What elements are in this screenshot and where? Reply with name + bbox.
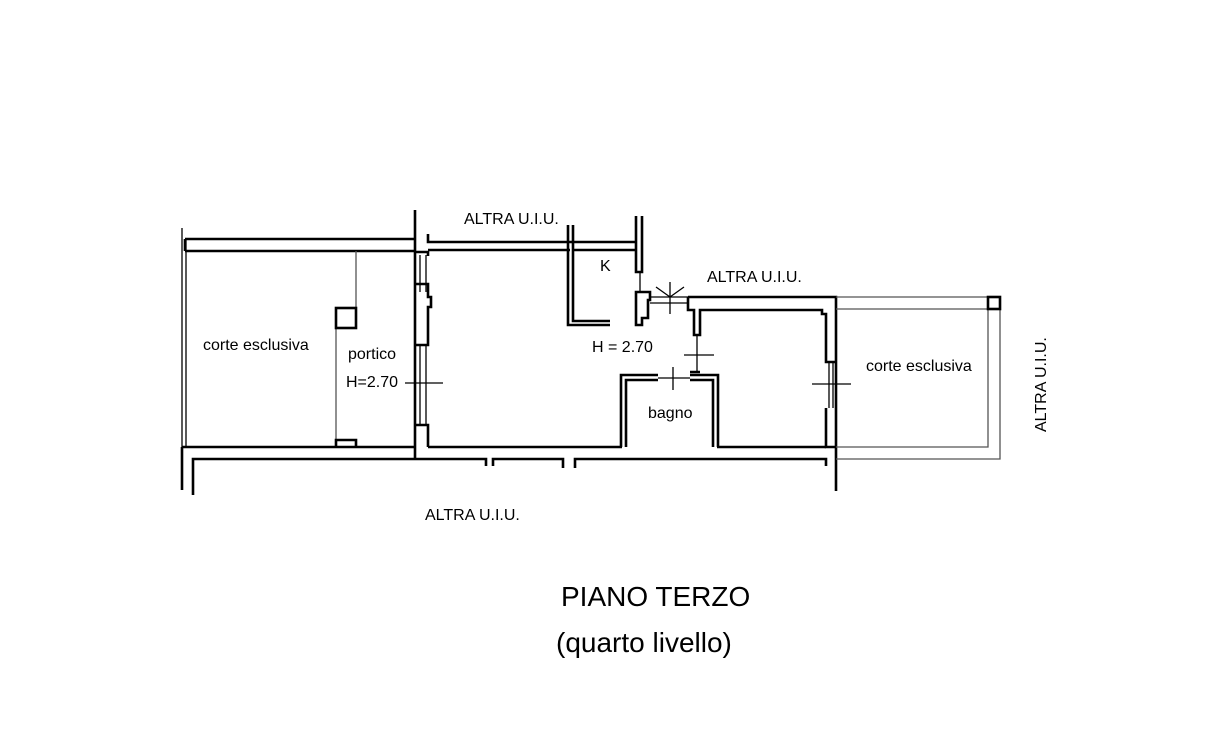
label-bagno: bagno — [648, 405, 693, 422]
portico-wall — [405, 210, 443, 460]
label-altra-uiu-side: ALTRA U.I.U. — [1033, 337, 1050, 432]
plan-subtitle: (quarto livello) — [556, 627, 732, 658]
label-corte-left: corte esclusiva — [203, 337, 309, 354]
right-courtyard — [836, 295, 1002, 460]
label-portico-height: H=2.70 — [346, 374, 398, 391]
left-courtyard — [181, 228, 415, 487]
label-altra-uiu-top-right: ALTRA U.I.U. — [707, 269, 802, 286]
label-altra-uiu-bottom: ALTRA U.I.U. — [425, 507, 520, 524]
top-wall — [426, 216, 652, 327]
label-corte-right: corte esclusiva — [866, 358, 972, 375]
entrance-door — [650, 282, 688, 314]
label-kitchen: K — [600, 258, 611, 275]
label-altra-uiu-top: ALTRA U.I.U. — [464, 211, 559, 228]
bathroom — [619, 367, 720, 447]
plan-title: PIANO TERZO — [561, 581, 750, 612]
label-portico: portico — [348, 346, 396, 363]
bottom-wall — [180, 445, 828, 495]
label-room-height: H = 2.70 — [592, 339, 653, 356]
